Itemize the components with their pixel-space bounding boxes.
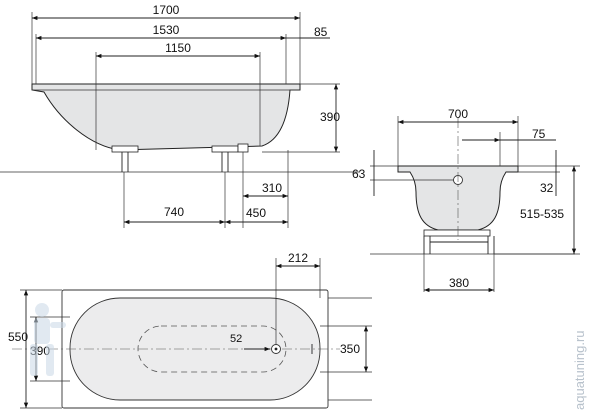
- dim-label-700: 700: [448, 107, 468, 121]
- dim-label-380: 380: [449, 276, 469, 290]
- dim-label-740: 740: [164, 205, 184, 219]
- dim-label-1700: 1700: [153, 3, 180, 17]
- dim-label-1530: 1530: [153, 23, 180, 37]
- watermark: aquatuning.ru: [30, 303, 587, 410]
- dim-label-85: 85: [314, 25, 328, 39]
- side-drain: [237, 143, 249, 153]
- dim-label-390-depth: 390: [320, 110, 340, 124]
- dim-label-75: 75: [532, 127, 546, 141]
- dim-label-1150: 1150: [165, 41, 191, 55]
- dim-label-63: 63: [352, 167, 366, 181]
- front-view: 700 75 63 32 515-535 380: [352, 107, 580, 293]
- plan-view: 212 550 390 52 350: [8, 251, 372, 409]
- side-leg-left: [111, 145, 139, 172]
- front-support-frame: [423, 229, 495, 254]
- dim-label-52: 52: [230, 333, 242, 345]
- side-leg-right: [211, 145, 239, 172]
- watermark-text: aquatuning.ru: [572, 330, 587, 410]
- dim-label-32: 32: [540, 181, 554, 195]
- dim-label-515-535: 515-535: [520, 207, 564, 221]
- dim-label-212: 212: [288, 251, 308, 265]
- dim-label-310: 310: [262, 181, 282, 195]
- dim-label-350: 350: [340, 342, 360, 356]
- dim-label-550: 550: [8, 330, 28, 344]
- dim-label-450: 450: [246, 206, 266, 220]
- side-view: 1700 1530 85 1150 390 310 740 450: [0, 3, 360, 228]
- watermark-mascot: [30, 303, 66, 376]
